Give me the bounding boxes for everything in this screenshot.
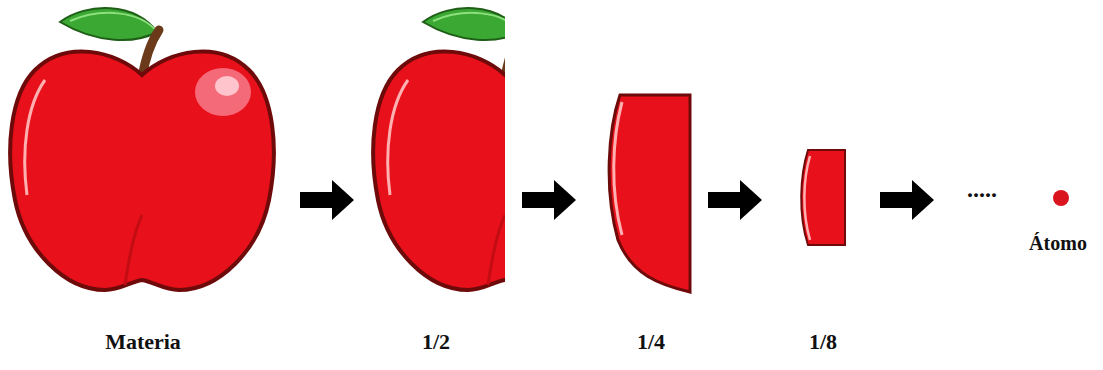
fraction-label: 1/8 [809,330,837,354]
fraction-label: 1/2 [422,330,450,354]
quarter-apple [609,95,690,292]
atom-dot [1053,190,1069,206]
ellipsis-dots: ..... [967,176,997,202]
half-apple [373,8,505,290]
arrow [300,180,354,220]
arrow [880,180,934,220]
atom-label: Átomo [1029,232,1087,254]
arrow [522,180,576,220]
arrows [300,180,934,220]
whole-apple [10,8,274,290]
arrow [708,180,762,220]
eighth-apple [801,150,845,245]
fraction-label: 1/4 [637,330,665,354]
stage-label: Materia [105,330,181,354]
